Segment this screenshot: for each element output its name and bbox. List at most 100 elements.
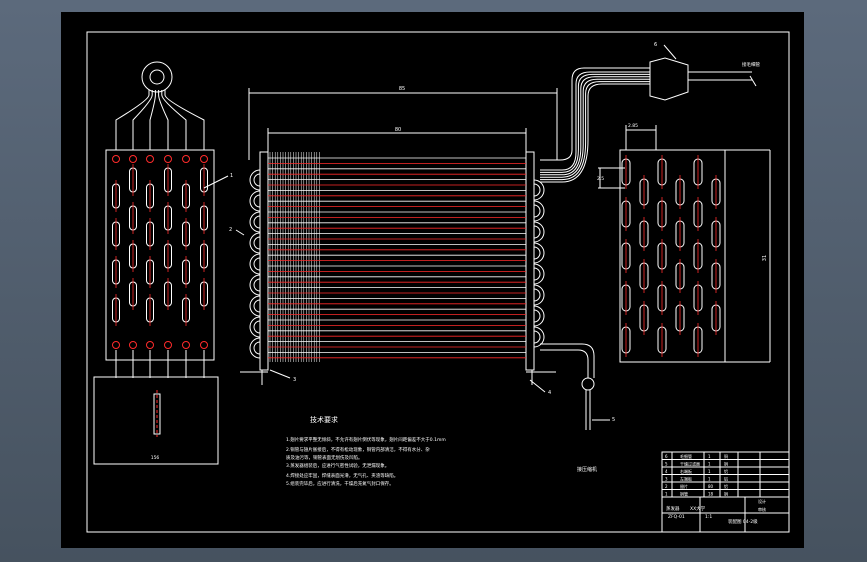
- label-to-filter: 接毛细管: [742, 61, 760, 68]
- u-bend-right: [533, 326, 545, 348]
- part-name: 左端板: [680, 476, 692, 482]
- distributor-tube: [149, 90, 156, 150]
- title-drawing-no: ZFQ-01: [668, 514, 685, 520]
- bottom-tube-hole: [129, 341, 137, 349]
- part-qty: 1: [708, 462, 711, 467]
- left-end-plate: [259, 151, 269, 371]
- bottom-tube-hole: [146, 341, 154, 349]
- part-material: 铝: [724, 483, 728, 489]
- part-name: 翅片: [680, 483, 688, 489]
- u-bend-right-inner: [533, 204, 541, 218]
- tech-line-4: 3.蒸发器组装后，应进行气密性试验，无泄漏现象。: [286, 462, 389, 469]
- u-bend-left-inner: [253, 278, 261, 292]
- u-bend-right-inner: [533, 246, 541, 260]
- u-bend-left: [249, 169, 261, 191]
- u-bend-left: [249, 190, 261, 212]
- callout-1: 1: [230, 173, 233, 179]
- distributor-tube: [132, 90, 153, 150]
- part-name: 毛细管: [680, 453, 692, 459]
- distributor-head: [141, 61, 173, 93]
- part-name: 铜管: [680, 491, 688, 497]
- part-name: 右端板: [680, 468, 692, 474]
- top-tube-hole: [112, 155, 120, 163]
- u-bend-right: [533, 179, 545, 201]
- base-slot: [153, 393, 161, 435]
- callout-6: 6: [654, 42, 657, 48]
- u-bend-right: [533, 242, 545, 264]
- callout-6-leader: [663, 44, 677, 60]
- u-bend-left-inner: [253, 194, 261, 208]
- tech-line-2: 2.铜管与翅片胀接后，不得有松动现象，铜管内部清洁，不得有水分、杂: [286, 446, 430, 453]
- u-bend-right-inner: [533, 330, 541, 344]
- tech-title: 技术要求: [310, 415, 338, 424]
- title-school: XX大学: [690, 505, 706, 512]
- tech-line-6: 5.组装完毕后，应进行清洗，干燥后充氮气封口保存。: [286, 480, 394, 487]
- right-section-view: 31 2.85 2.5: [597, 123, 771, 363]
- u-bend-left-inner: [253, 341, 261, 355]
- dryer-filter: [581, 377, 595, 391]
- right-tube-slots: [621, 155, 721, 357]
- left-side-view: 156 1 2: [93, 61, 245, 465]
- part-material: 铜: [724, 453, 728, 459]
- u-bend-right-inner: [533, 225, 541, 239]
- tech-line-1: 1.翅片要求平整无倾斜，不允许有翅片倒伏等现象，翅片间距偏差不大于0.1mm: [286, 436, 446, 443]
- u-bend-left-inner: [253, 257, 261, 271]
- u-bend-left: [249, 316, 261, 338]
- right-u-bends: [533, 179, 545, 348]
- dimension-fin-pitch: 2.85: [628, 123, 638, 129]
- bottom-tube-hole: [182, 341, 190, 349]
- part-no: 1: [665, 492, 668, 497]
- u-bend-right-inner: [533, 309, 541, 323]
- part-material: 铜: [724, 461, 728, 467]
- distributor-tube: [161, 90, 187, 150]
- part-qty: 1: [708, 469, 711, 474]
- part-no: 2: [665, 484, 668, 489]
- tech-line-3: 质及油污等，铜管表面无划伤及凹陷。: [286, 454, 363, 461]
- callout-4: 4: [548, 390, 551, 396]
- front-view: 85 80 接压缩机 接毛细管 3: [240, 42, 760, 473]
- u-bend-left: [249, 211, 261, 233]
- distributor-tube: [164, 90, 205, 150]
- u-bend-right: [533, 305, 545, 327]
- inlet-capillary: [540, 81, 650, 181]
- part-material: 铜: [724, 491, 728, 497]
- part-material: 铝: [724, 476, 728, 482]
- u-bend-right-inner: [533, 288, 541, 302]
- distributor-tube: [158, 90, 169, 150]
- u-bend-left-inner: [253, 299, 261, 313]
- part-no: 6: [665, 454, 668, 459]
- inlet-tube-bundle: [540, 71, 650, 183]
- connector-break: [749, 75, 757, 87]
- inlet-capillary: [540, 73, 650, 173]
- u-bend-right-inner: [533, 183, 541, 197]
- u-bend-right: [533, 284, 545, 306]
- title-footer: 装配图 04-2级: [728, 518, 758, 525]
- callout-5: 5: [612, 417, 615, 423]
- title-designer: 设计: [758, 498, 766, 504]
- tube-lines: [268, 157, 526, 359]
- u-bend-left-inner: [253, 320, 261, 334]
- part-qty: 1: [708, 454, 711, 459]
- top-tube-hole: [200, 155, 208, 163]
- technical-requirements: 技术要求 1.翅片要求平整无倾斜，不允许有翅片倒伏等现象，翅片间距偏差不大于0.…: [286, 415, 446, 487]
- fin-lines: [269, 152, 320, 362]
- part-no: 3: [665, 477, 668, 482]
- distributor-tube: [115, 90, 150, 150]
- part-name: 干燥过滤器: [680, 461, 700, 467]
- inner-frame: [86, 31, 790, 533]
- part-qty: 18: [708, 492, 714, 497]
- u-bend-right-inner: [533, 267, 541, 281]
- part-material: 铝: [724, 468, 728, 474]
- section-outline: [619, 149, 726, 363]
- top-tube-hole: [146, 155, 154, 163]
- part-qty: 1: [708, 477, 711, 482]
- title-block-grid: [662, 451, 789, 532]
- callout-1-leader: [203, 175, 229, 189]
- distributor-core: [149, 69, 165, 85]
- callout-2: 2: [229, 227, 232, 233]
- left-tube-slots: [112, 155, 208, 378]
- u-bend-left-inner: [253, 173, 261, 187]
- right-end-plate: [525, 151, 535, 371]
- dimension-core-width: 80: [395, 127, 401, 133]
